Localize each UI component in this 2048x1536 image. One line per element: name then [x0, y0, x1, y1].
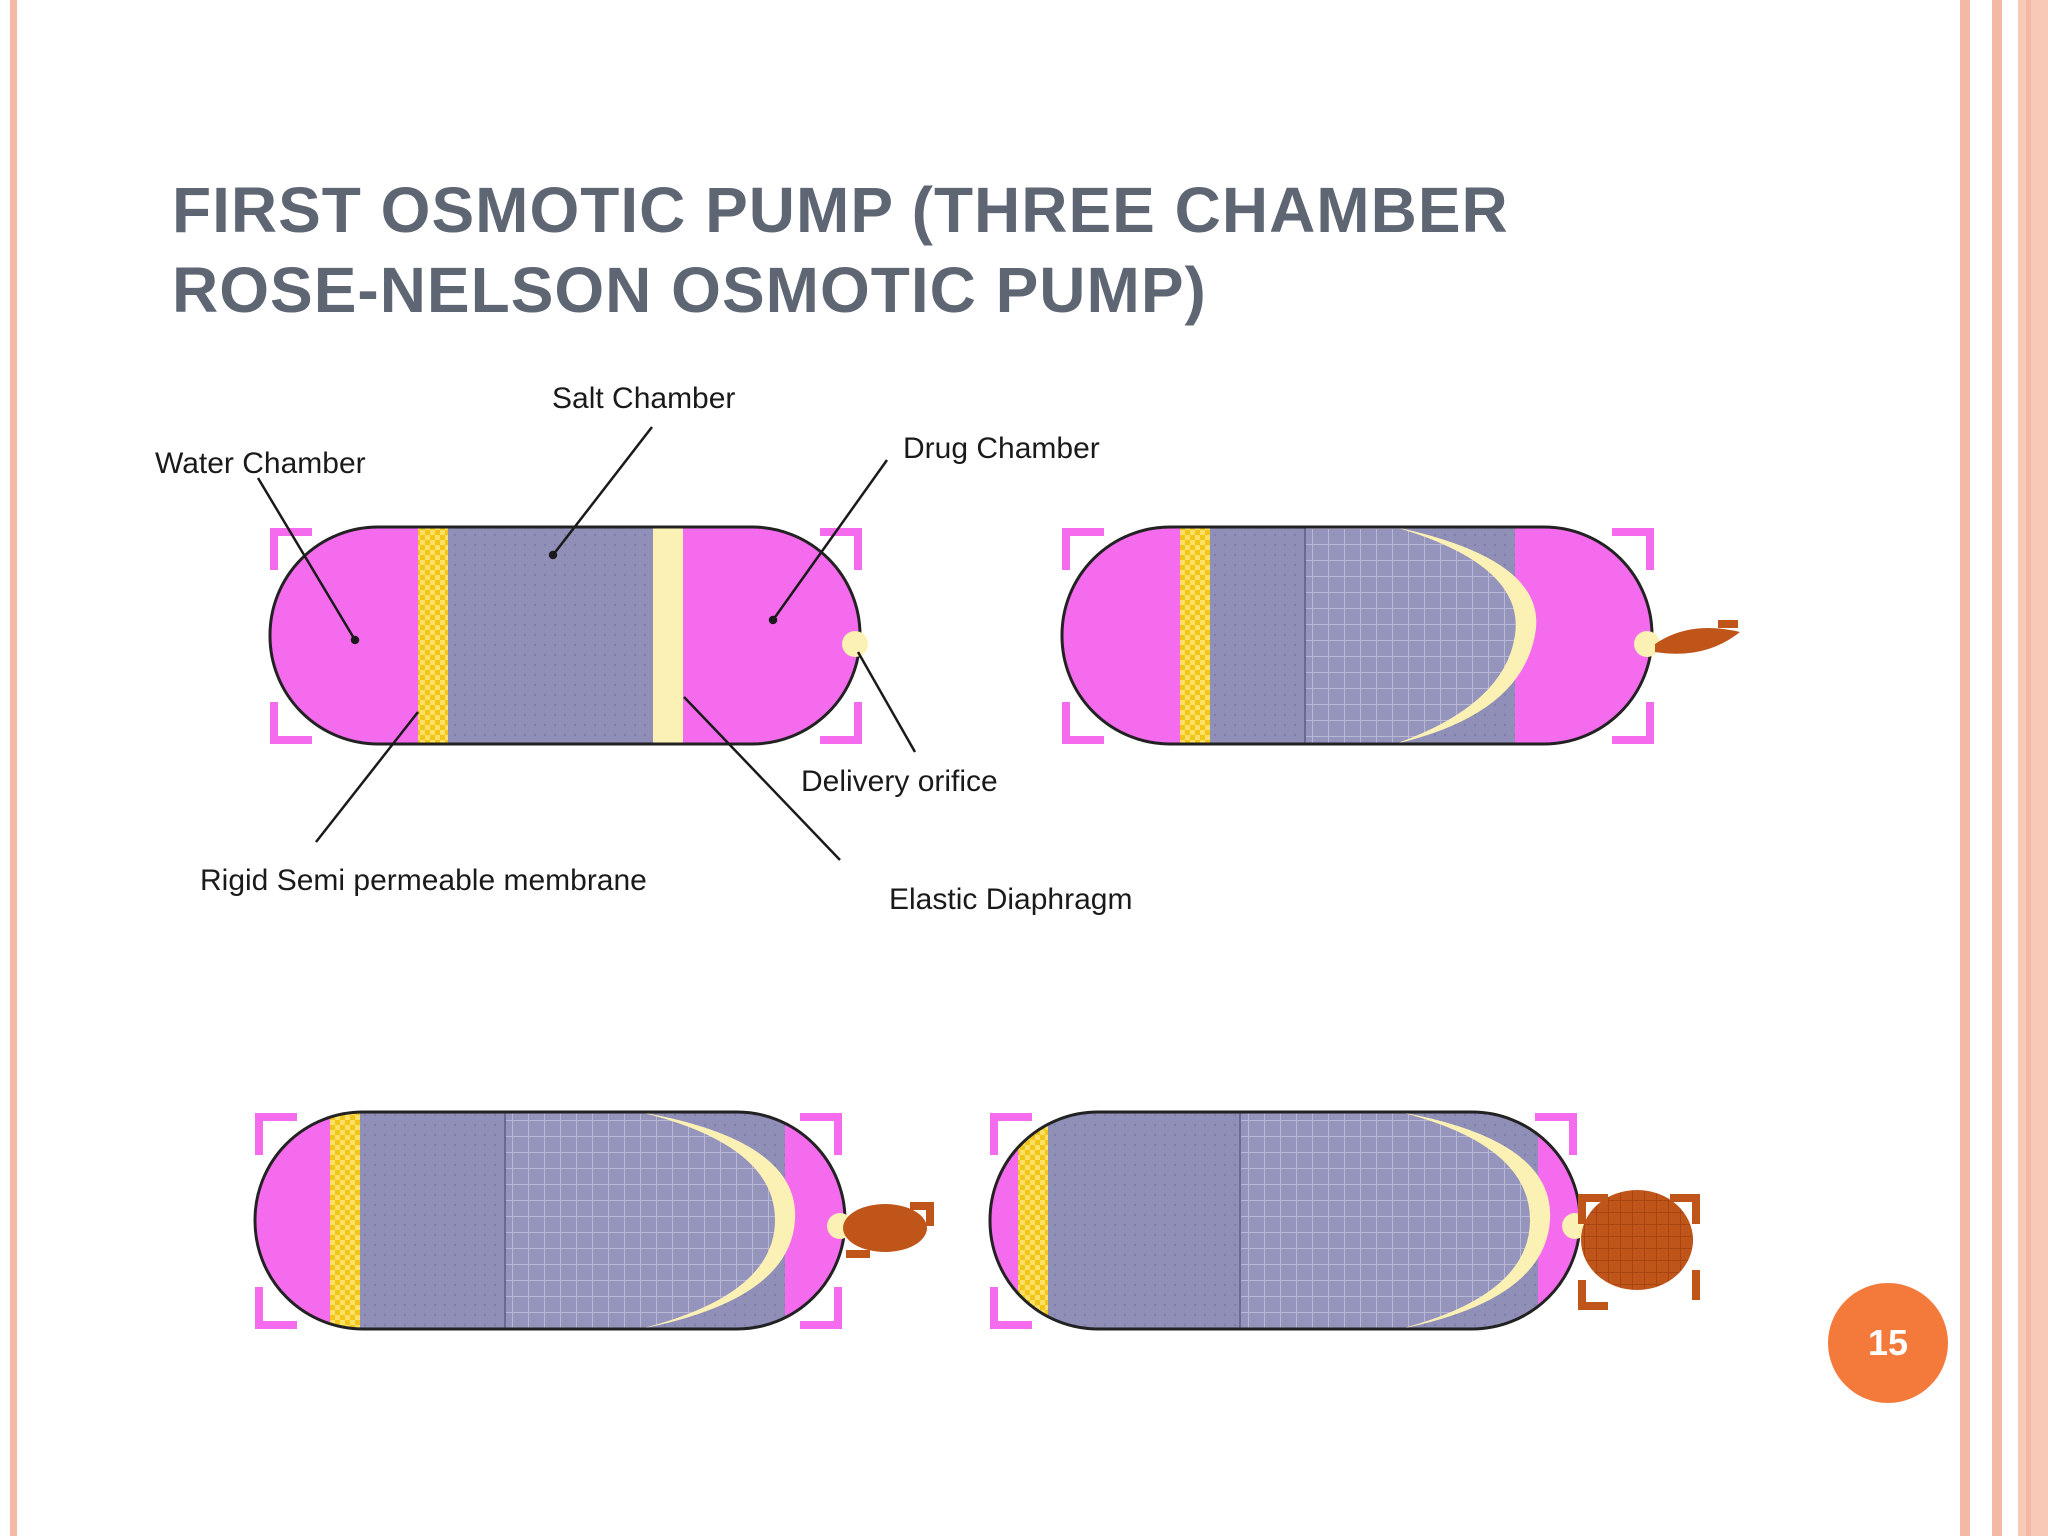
salt-chamber	[448, 527, 653, 744]
water-chamber	[270, 527, 420, 744]
label-drug-chamber: Drug Chamber	[903, 432, 1100, 465]
slide-title: FIRST OSMOTIC PUMP (THREE CHAMBER ROSE-N…	[172, 170, 1672, 330]
pump-early-release	[1060, 525, 1740, 746]
title-line-1: FIRST OSMOTIC PUMP (THREE CHAMBER	[172, 174, 1509, 246]
leader-lines	[256, 426, 917, 861]
pump-initial-state	[268, 525, 868, 746]
title-line-2: ROSE-NELSON OSMOTIC PUMP)	[172, 254, 1207, 326]
label-water-chamber: Water Chamber	[155, 447, 366, 480]
slide-frame-right	[2026, 0, 2031, 1536]
slide-frame-right	[1992, 0, 2002, 1536]
drug-release	[1655, 628, 1740, 654]
slide-frame-left	[10, 0, 17, 1536]
label-salt-chamber: Salt Chamber	[552, 382, 735, 415]
drug-chamber	[683, 527, 860, 744]
slide-frame-right	[1960, 0, 1970, 1536]
semi-permeable-membrane	[418, 527, 448, 744]
pump-full-release	[988, 1110, 1700, 1331]
delivery-orifice	[842, 631, 868, 657]
label-delivery-orifice: Delivery orifice	[801, 765, 998, 798]
elastic-diaphragm	[653, 527, 683, 744]
slide-frame-right	[2018, 0, 2048, 1536]
label-elastic-diaphragm: Elastic Diaphragm	[889, 883, 1132, 916]
label-rigid-membrane: Rigid Semi permeable membrane	[200, 864, 647, 897]
pump-mid-release	[253, 1110, 934, 1331]
page-number-badge: 15	[1828, 1283, 1948, 1403]
